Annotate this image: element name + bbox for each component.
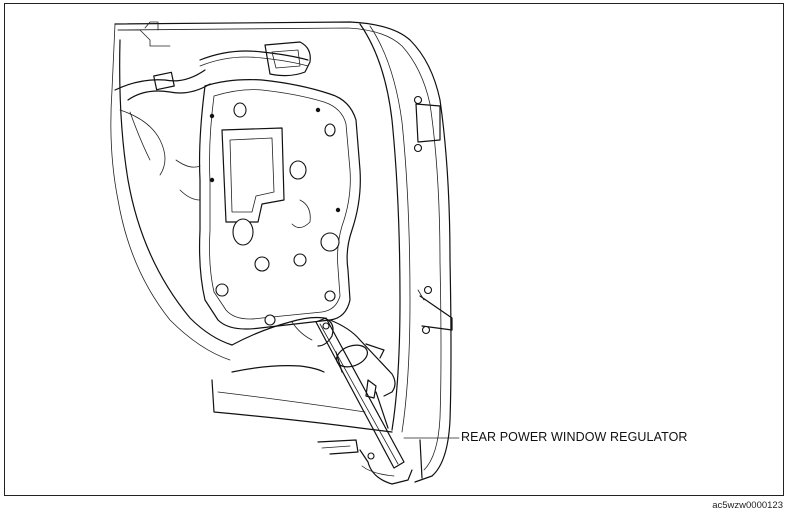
wire-harness (114, 21, 311, 176)
inner-panel (175, 79, 361, 330)
callout-label: REAR POWER WINDOW REGULATOR (461, 430, 688, 444)
technician-hand (231, 316, 334, 373)
door-shell (110, 21, 452, 483)
door-edge-hardware (413, 95, 453, 335)
rear-power-window-regulator (315, 317, 413, 485)
reference-code: ac5wzw0000123 (712, 500, 783, 511)
